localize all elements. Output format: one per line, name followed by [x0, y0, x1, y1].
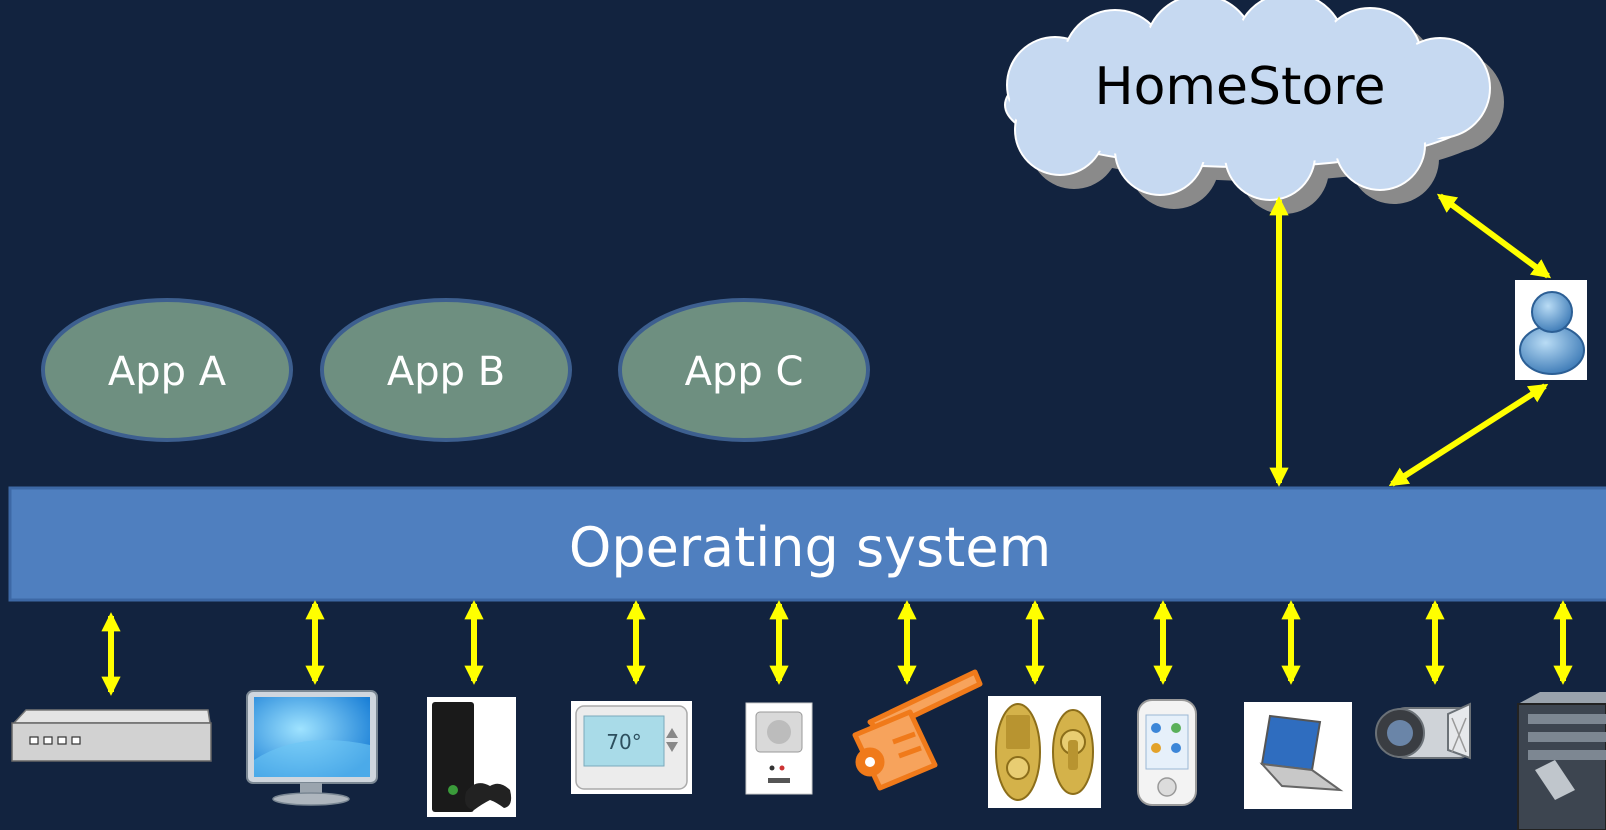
smartphone-icon — [1137, 699, 1197, 806]
server-icon — [1517, 692, 1606, 830]
cloud-user-arrow — [1436, 193, 1552, 279]
device-arrows — [101, 600, 1573, 696]
user-icon — [1515, 280, 1587, 380]
homestore-cloud: HomeStore — [1004, 0, 1504, 214]
app-b-label: App B — [387, 349, 505, 395]
security-camera-icon — [852, 669, 983, 791]
cloud-arrows — [1269, 193, 1552, 487]
door-lock-icon — [988, 696, 1101, 808]
app-a: App A — [41, 298, 293, 442]
user-os-arrow — [1388, 383, 1549, 487]
operating-system-bar: Operating system — [8, 486, 1606, 602]
network-hub-icon — [11, 709, 212, 762]
motion-sensor-icon — [745, 702, 813, 795]
cloud-label: HomeStore — [1094, 57, 1385, 117]
os-label: Operating system — [569, 516, 1051, 579]
thermostat-icon: 70° — [571, 701, 692, 794]
app-c: App C — [618, 298, 870, 442]
laptop-icon — [1244, 702, 1352, 809]
app-b: App B — [320, 298, 572, 442]
app-c-label: App C — [685, 349, 804, 395]
app-a-label: App A — [108, 349, 227, 395]
monitor-icon — [246, 690, 378, 806]
svg-text:70°: 70° — [606, 730, 641, 754]
camcorder-icon — [1375, 702, 1471, 760]
game-console-icon — [427, 697, 516, 817]
